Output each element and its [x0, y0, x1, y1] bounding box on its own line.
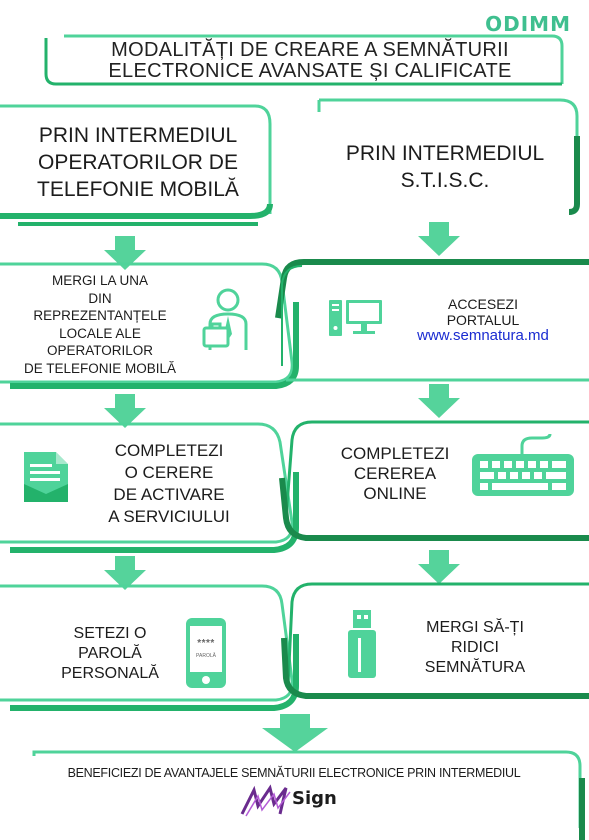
title-line-2: ELECTRONICE AVANSATE ȘI CALIFICATE [108, 60, 512, 82]
right-heading-frame [317, 98, 580, 215]
msign-logo: Sign [240, 784, 350, 818]
right-step3-frame [281, 582, 589, 699]
left-step2-line-1: COMPLETEZI [114, 441, 224, 460]
phone-screen: **** PAROLĂ [190, 626, 222, 672]
password-stars: **** [197, 638, 215, 649]
left-heading-line-1: PRIN INTERMEDIUL [38, 124, 238, 147]
down-arrow-icon [104, 556, 146, 590]
footer-text: BENEFICIEZI DE AVANTAJELE SEMNĂTURII ELE… [67, 766, 521, 780]
left-step3-line-1: SETEZI O [73, 625, 147, 642]
left-step2-line-2: O CERERE [124, 463, 214, 482]
title-frame [44, 34, 564, 86]
right-step2-line-1: COMPLETEZI [340, 444, 450, 463]
right-step2-text: COMPLETEZI CEREREA ONLINE [330, 444, 460, 504]
right-step3-text: MERGI SĂ-ȚI RIDICI SEMNĂTURA [410, 618, 540, 678]
left-step3-line-2: PAROLĂ [78, 645, 142, 662]
left-step2-frame [0, 422, 299, 553]
left-step1-text: MERGI LA UNA DIN REPREZENTANȚELE LOCALE … [6, 272, 194, 377]
footer-frame [32, 750, 585, 840]
right-step2-line-2: CEREREA [353, 464, 437, 483]
left-step1-line-3: REPREZENTANȚELE [33, 308, 167, 323]
down-arrow-icon [104, 236, 146, 270]
title-line-1: MODALITĂȚI DE CREARE A SEMNĂTURII [111, 39, 509, 61]
right-step2-frame [279, 420, 589, 541]
right-heading-line-2: S.T.I.S.C. [400, 169, 490, 192]
portal-link[interactable]: www.semnatura.md [417, 327, 549, 344]
desktop-computer-icon [329, 300, 382, 336]
left-heading-frame [0, 104, 273, 226]
password-label: PAROLĂ [196, 653, 216, 659]
odimm-logo: ODIMM [485, 12, 571, 36]
phone-home-button [202, 676, 210, 684]
usb-token-icon [348, 610, 376, 678]
msign-m-icon [240, 784, 291, 817]
person-briefcase-icon [202, 288, 248, 350]
right-step3-line-2: RIDICI [451, 639, 499, 656]
right-step1-text: ACCESEZI PORTALUL www.semnatura.md [388, 296, 578, 344]
left-step1-line-4: LOCALE ALE [59, 325, 141, 341]
right-heading-line-1: PRIN INTERMEDIUL [345, 142, 545, 165]
keyboard-icon [472, 433, 574, 496]
left-heading-line-3: TELEFONIE MOBILĂ [37, 178, 239, 201]
left-step1-line-6: DE TELEFONIE MOBILĂ [23, 360, 177, 376]
left-step3-line-3: PERSONALĂ [61, 665, 159, 682]
left-heading-line-2: OPERATORILOR DE [38, 151, 238, 174]
left-step2-line-3: DE ACTIVARE [113, 485, 225, 504]
left-step3-text: SETEZI O PAROLĂ PERSONALĂ [50, 624, 170, 684]
left-step1-line-1: MERGI LA UNA [51, 273, 149, 288]
down-arrow-icon [418, 550, 460, 584]
document-form-icon [24, 452, 68, 502]
right-step2-line-3: ONLINE [363, 484, 427, 503]
left-step2-line-4: A SERVICIULUI [108, 507, 230, 526]
left-column-heading: PRIN INTERMEDIUL OPERATORILOR DE TELEFON… [18, 122, 258, 203]
left-step1-line-5: OPERATORILOR [46, 343, 154, 358]
right-step1-line-2: PORTALUL [446, 312, 520, 328]
right-step3-line-1: MERGI SĂ-ȚI [426, 619, 524, 636]
page-title: MODALITĂȚI DE CREARE A SEMNĂTURII ELECTR… [60, 40, 560, 82]
left-step2-text: COMPLETEZI O CERERE DE ACTIVARE A SERVIC… [84, 440, 254, 528]
down-arrow-icon [418, 384, 460, 418]
right-step1-line-1: ACCESEZI [447, 296, 518, 312]
down-arrow-icon [418, 222, 460, 256]
msign-brand-text: Sign [292, 788, 337, 809]
smartphone-icon: **** PAROLĂ [186, 618, 226, 688]
down-arrow-icon [262, 714, 328, 752]
right-step3-line-3: SEMNĂTURA [424, 659, 526, 676]
down-arrow-icon [104, 394, 146, 428]
left-step1-line-2: DIN [88, 290, 112, 306]
right-column-heading: PRIN INTERMEDIUL S.T.I.S.C. [320, 140, 570, 194]
right-step1-frame [275, 259, 589, 382]
